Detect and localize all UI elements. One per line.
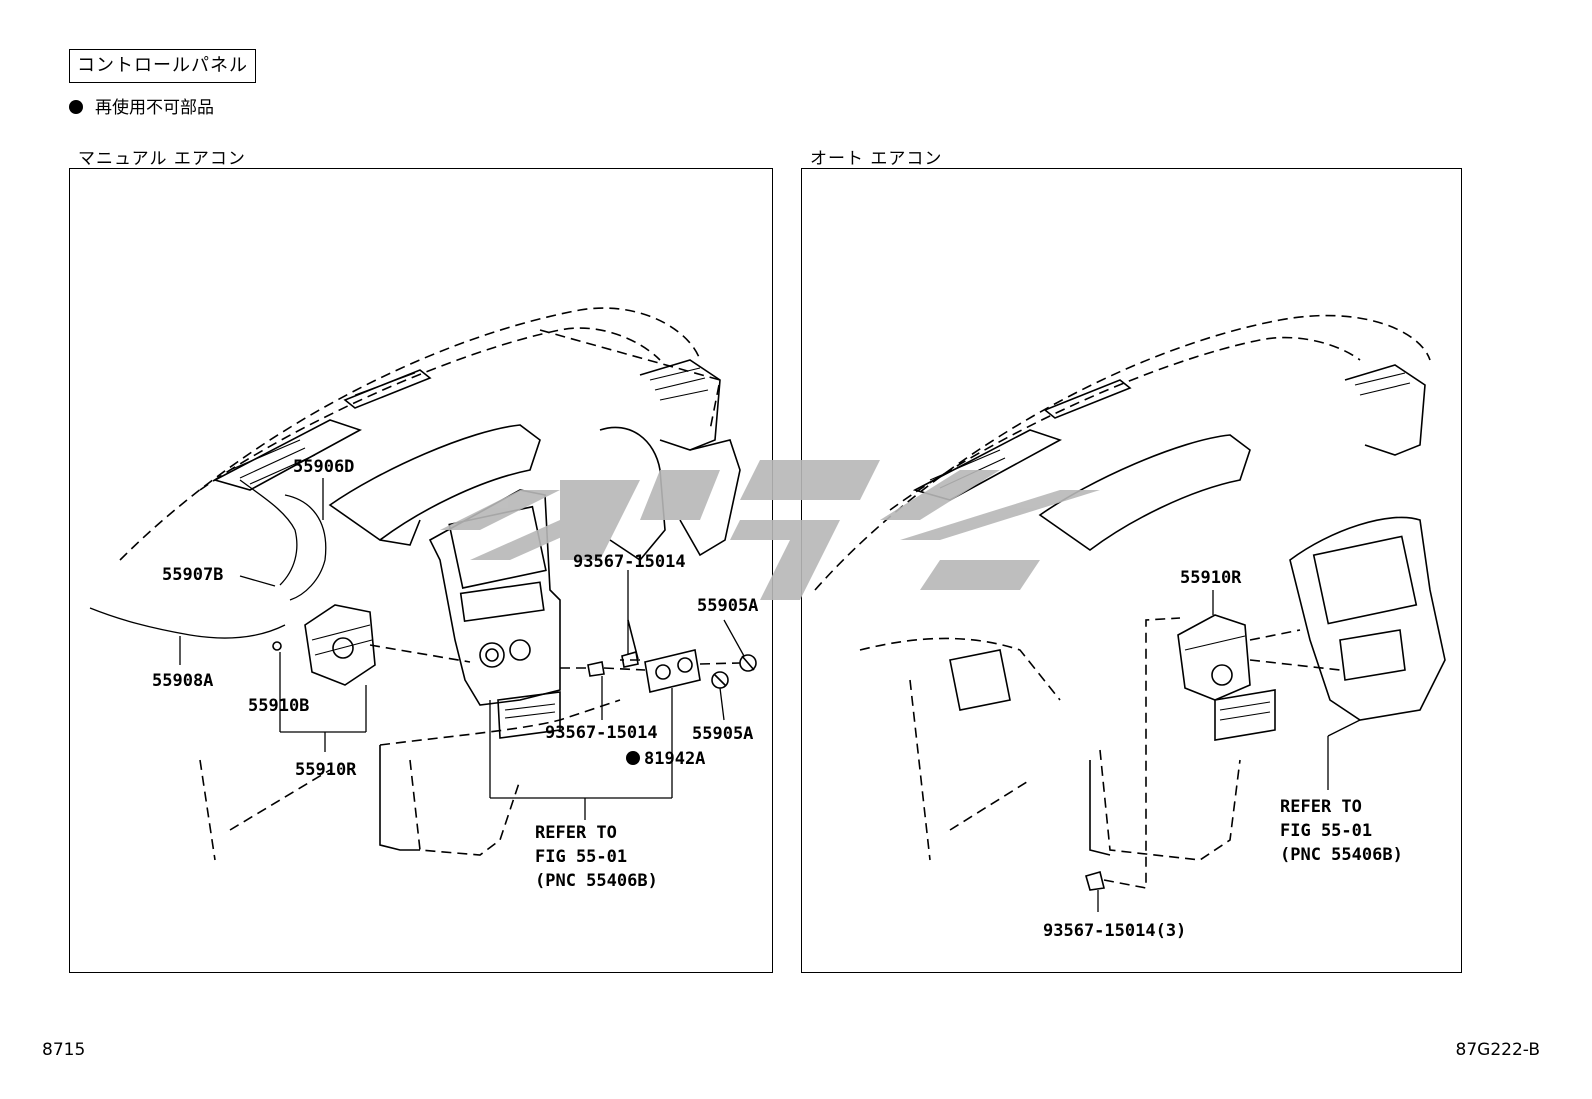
manual-panel xyxy=(69,168,773,973)
manual-leader-lines xyxy=(179,478,745,820)
diagram-title: コントロールパネル xyxy=(69,49,256,83)
refer-line2-auto: FIG 55-01 xyxy=(1280,821,1372,841)
auto-part-labels: 55910R REFER TO FIG 55-01 (PNC 55406B) 9… xyxy=(1043,568,1403,941)
cable-55906d-2 xyxy=(284,494,327,601)
label-93567-auto: 93567-15014(3) xyxy=(1043,921,1186,941)
plate-81942a xyxy=(644,649,701,693)
non-reusable-dot-icon xyxy=(626,751,640,765)
watermark-logo xyxy=(440,460,1100,600)
control-unit-55910r-auto xyxy=(1177,614,1251,701)
legend: 再使用不可部品 xyxy=(69,93,214,118)
auto-parts xyxy=(1085,614,1341,891)
non-reusable-dot-icon xyxy=(69,100,83,114)
label-55905a-upper: 55905A xyxy=(697,596,758,616)
cable-55906d xyxy=(239,479,298,586)
label-55910b: 55910B xyxy=(248,696,309,716)
auto-section-label: オート エアコン xyxy=(810,149,943,169)
screw-93567-auto xyxy=(1085,871,1105,891)
manual-section-label: マニュアル エアコン xyxy=(78,149,246,169)
label-55908a: 55908A xyxy=(152,671,213,691)
refer-line1-auto: REFER TO xyxy=(1280,797,1362,817)
label-93567-lower: 93567-15014 xyxy=(545,723,658,743)
label-93567-upper: 93567-15014 xyxy=(573,552,686,572)
manual-parts xyxy=(89,479,757,693)
legend-text: 再使用不可部品 xyxy=(95,98,214,118)
control-unit-55910r xyxy=(304,604,376,686)
label-55906d: 55906D xyxy=(293,457,354,477)
screw-93567-lower xyxy=(587,661,605,677)
label-81942a: 81942A xyxy=(644,749,705,769)
knob-55905a-lower xyxy=(711,671,729,689)
footer-left-code: 8715 xyxy=(42,1040,86,1060)
refer-line1: REFER TO xyxy=(535,823,617,843)
auto-dashboard xyxy=(814,314,1446,861)
footer-right-code: 87G222-B xyxy=(1455,1040,1540,1060)
label-55907b: 55907B xyxy=(162,565,223,585)
label-55910r-auto: 55910R xyxy=(1180,568,1242,588)
refer-line2: FIG 55-01 xyxy=(535,847,627,867)
knob-55905a-upper xyxy=(739,654,757,672)
refer-line3-auto: (PNC 55406B) xyxy=(1280,845,1403,865)
auto-leader-lines xyxy=(1097,590,1361,912)
cable-55908a xyxy=(89,607,286,639)
label-55905a-lower: 55905A xyxy=(692,724,753,744)
refer-line3: (PNC 55406B) xyxy=(535,871,658,891)
label-55910r: 55910R xyxy=(295,760,357,780)
manual-part-labels: 55906D 55907B 55908A 55910B 55910R 93567… xyxy=(152,457,758,891)
clip-55910b xyxy=(272,641,282,651)
